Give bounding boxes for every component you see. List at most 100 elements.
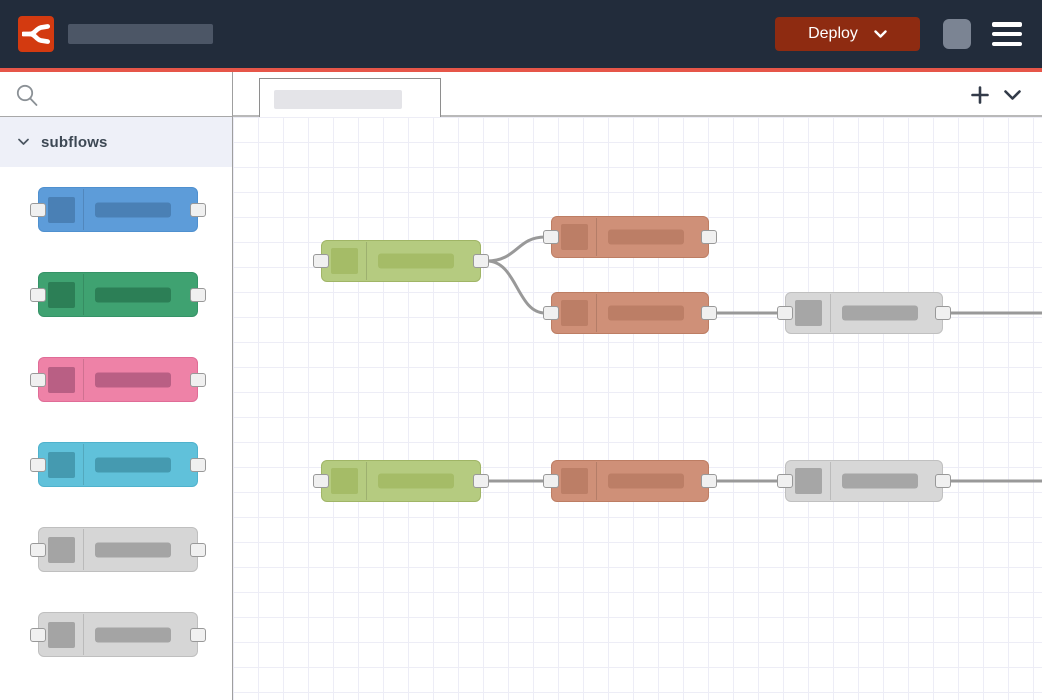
node-icon-placeholder: [561, 224, 588, 250]
palette-category-subflows[interactable]: subflows: [0, 117, 232, 167]
node-port-input[interactable]: [543, 306, 559, 320]
wire-layer: [485, 235, 1042, 483]
node-separator: [83, 274, 84, 315]
node-icon-placeholder: [331, 468, 358, 494]
palette-node-subflow-gray-2[interactable]: [30, 612, 206, 657]
node-label-placeholder: [95, 372, 171, 387]
flow-list-button[interactable]: [1000, 83, 1024, 107]
chevron-down-icon: [18, 138, 29, 145]
node-port-output[interactable]: [190, 287, 206, 302]
node-port-input[interactable]: [777, 474, 793, 488]
node-label-placeholder: [378, 253, 454, 269]
palette-category-label: subflows: [41, 133, 108, 151]
node-port-input[interactable]: [30, 457, 46, 472]
flow-node-gray-2[interactable]: [777, 460, 951, 502]
node-port-input[interactable]: [30, 287, 46, 302]
node-label-placeholder: [842, 305, 918, 321]
node-icon-placeholder: [561, 468, 588, 494]
palette-node-subflow-gray-1[interactable]: [30, 527, 206, 572]
node-label-placeholder: [95, 627, 171, 642]
header-bar: Deploy: [0, 0, 1042, 72]
node-icon-placeholder: [48, 196, 75, 223]
wire-2[interactable]: [485, 259, 547, 315]
node-separator: [596, 218, 597, 256]
node-port-output[interactable]: [190, 542, 206, 557]
node-icon-placeholder: [561, 300, 588, 326]
header-title-placeholder: [68, 24, 213, 44]
deploy-button[interactable]: Deploy: [775, 17, 920, 51]
deploy-label: Deploy: [808, 25, 858, 42]
node-port-output[interactable]: [473, 474, 489, 488]
node-port-output[interactable]: [935, 306, 951, 320]
flow-tab-label-placeholder: [274, 90, 402, 109]
add-flow-button[interactable]: [968, 83, 992, 107]
plus-icon: [971, 86, 989, 104]
node-separator: [83, 359, 84, 400]
node-separator: [830, 462, 831, 500]
node-port-input[interactable]: [777, 306, 793, 320]
node-separator: [596, 294, 597, 332]
node-port-output[interactable]: [190, 372, 206, 387]
node-port-input[interactable]: [543, 474, 559, 488]
node-icon-placeholder: [48, 281, 75, 308]
chevron-down-icon: [874, 29, 887, 38]
node-red-logo: [18, 16, 54, 52]
node-port-input[interactable]: [543, 230, 559, 244]
node-port-input[interactable]: [30, 627, 46, 642]
palette-node-list: [0, 72, 232, 700]
node-port-input[interactable]: [313, 474, 329, 488]
node-icon-placeholder: [795, 468, 822, 494]
user-avatar[interactable]: [943, 19, 971, 49]
node-port-output[interactable]: [190, 627, 206, 642]
node-icon-placeholder: [331, 248, 358, 274]
node-separator: [83, 444, 84, 485]
node-port-input[interactable]: [313, 254, 329, 268]
node-separator: [83, 614, 84, 655]
flow-node-salmon-3[interactable]: [543, 460, 717, 502]
palette-node-subflow-blue[interactable]: [30, 187, 206, 232]
flow-node-gray-1[interactable]: [777, 292, 951, 334]
node-port-output[interactable]: [935, 474, 951, 488]
node-label-placeholder: [608, 473, 684, 489]
node-separator: [366, 462, 367, 500]
hamburger-menu-icon[interactable]: [992, 22, 1022, 46]
wire-1[interactable]: [485, 235, 547, 263]
node-port-output[interactable]: [190, 202, 206, 217]
node-red-logo-icon: [22, 24, 50, 44]
node-port-input[interactable]: [30, 202, 46, 217]
node-icon-placeholder: [48, 366, 75, 393]
node-label-placeholder: [95, 202, 171, 217]
palette-node-subflow-green[interactable]: [30, 272, 206, 317]
flow-node-olive-2[interactable]: [313, 460, 489, 502]
node-icon-placeholder: [48, 621, 75, 648]
node-icon-placeholder: [48, 451, 75, 478]
palette-node-subflow-cyan[interactable]: [30, 442, 206, 487]
flow-node-olive-1[interactable]: [313, 240, 489, 282]
workspace-tabbar: [233, 72, 1042, 117]
node-port-output[interactable]: [701, 306, 717, 320]
flow-node-salmon-2[interactable]: [543, 292, 717, 334]
node-separator: [83, 529, 84, 570]
node-label-placeholder: [378, 473, 454, 489]
node-separator: [366, 242, 367, 280]
node-separator: [596, 462, 597, 500]
flow-tab-active[interactable]: [259, 78, 441, 117]
node-port-input[interactable]: [30, 372, 46, 387]
node-port-output[interactable]: [473, 254, 489, 268]
node-icon-placeholder: [795, 300, 822, 326]
node-port-output[interactable]: [701, 474, 717, 488]
node-port-output[interactable]: [190, 457, 206, 472]
palette-node-subflow-pink[interactable]: [30, 357, 206, 402]
flow-canvas[interactable]: [233, 117, 1042, 700]
palette-sidebar: subflows: [0, 72, 233, 700]
chevron-down-icon: [1003, 89, 1021, 100]
node-separator: [830, 294, 831, 332]
palette-search[interactable]: [0, 72, 232, 117]
flow-node-salmon-1[interactable]: [543, 216, 717, 258]
node-separator: [83, 189, 84, 230]
node-icon-placeholder: [48, 536, 75, 563]
node-label-placeholder: [95, 542, 171, 557]
node-port-input[interactable]: [30, 542, 46, 557]
node-port-output[interactable]: [701, 230, 717, 244]
